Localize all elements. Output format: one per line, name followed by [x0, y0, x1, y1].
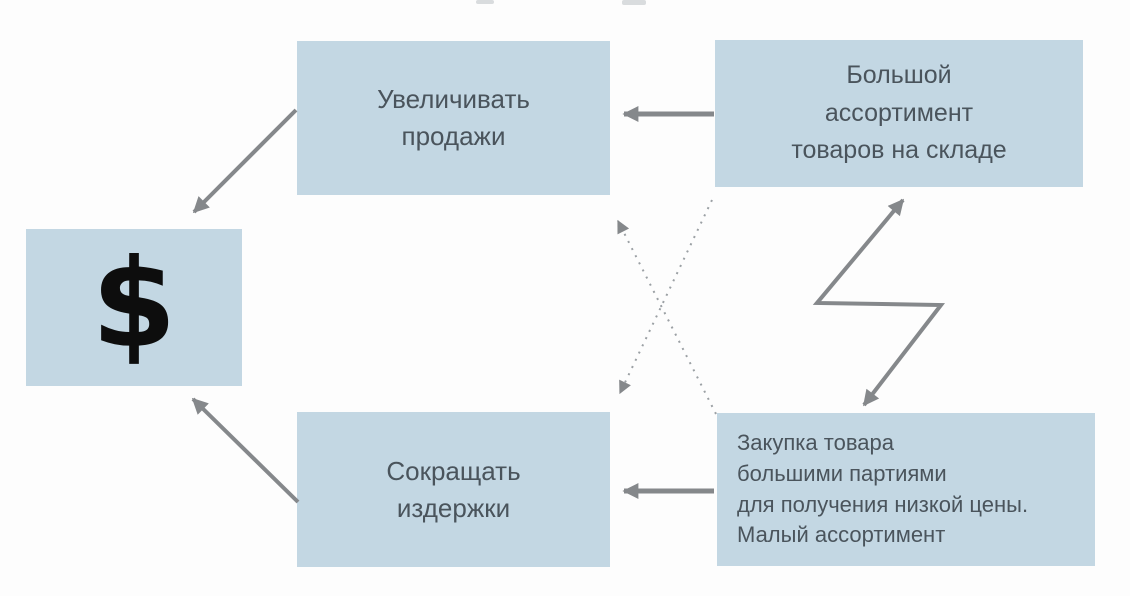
cropped-text-artifact [622, 0, 646, 5]
assortment-to-costs-dashed-arrow [619, 199, 713, 395]
dollar-symbol: $ [91, 232, 177, 375]
box-label-line: Малый ассортимент [737, 522, 946, 548]
box-label-line: Закупка товара [737, 429, 894, 455]
box-label-line: продажи [401, 121, 506, 151]
sales-to-money-arrow [192, 108, 298, 214]
large-assortment-box: Большой ассортимент товаров на складе [715, 40, 1083, 187]
assortment-purchase-zigzag-arrow [812, 198, 946, 407]
box-label-line: ассортимент [824, 98, 974, 127]
box-label-line: для получения низкой цены. [737, 491, 1029, 517]
box-label-line: издержки [396, 492, 511, 523]
costs-to-money-arrow [191, 397, 300, 504]
box-label-line: Сокращать [386, 455, 521, 486]
increase-sales-box: Увеличивать продажи [297, 41, 610, 195]
cropped-text-artifact [476, 0, 494, 4]
purchase-to-sales-dashed-arrow [617, 219, 717, 415]
box-label-line: большими партиями [737, 460, 947, 486]
money-goal-box: $ [26, 229, 242, 386]
box-label-line: товаров на складе [791, 136, 1007, 165]
box-label-line: Увеличивать [377, 84, 530, 115]
bulk-purchase-box: Закупка товара большими партиями для пол… [717, 413, 1095, 566]
reduce-costs-box: Сокращать издержки [297, 412, 610, 567]
box-label-line: Большой [846, 61, 952, 90]
